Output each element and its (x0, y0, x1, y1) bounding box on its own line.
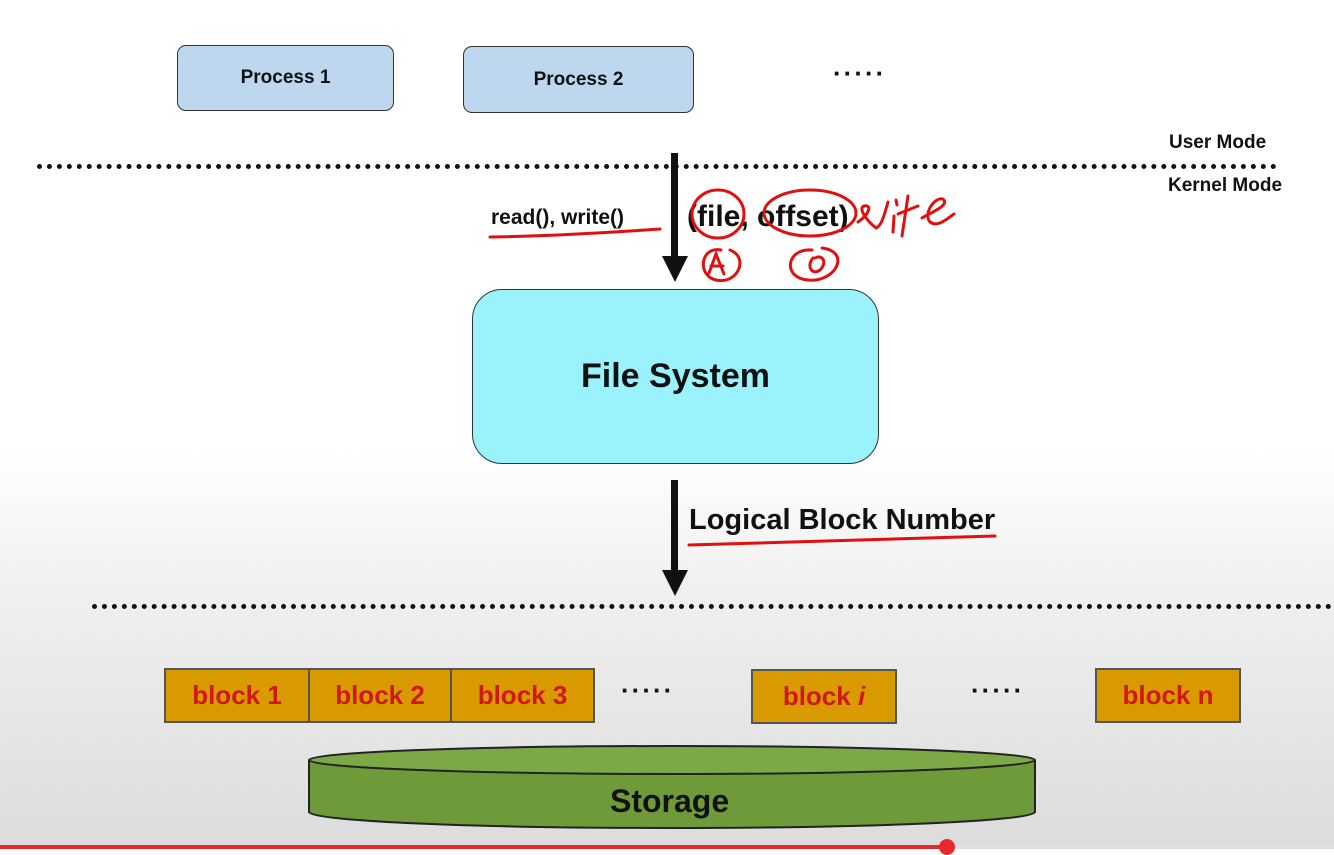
file-offset-label: (file, offset) (687, 200, 849, 233)
block-ellipsis-2: ····· (971, 675, 1025, 705)
block-n: block n (1095, 668, 1241, 723)
process-2-box: Process 2 (463, 46, 694, 113)
block-i-variable: i (857, 681, 866, 711)
file-system-label: File System (581, 357, 770, 395)
block-n-label: block n (1122, 680, 1214, 710)
block-arrow-shaft (671, 480, 678, 573)
syscall-arrow-head (662, 256, 688, 282)
logical-block-number-label: Logical Block Number (689, 504, 996, 536)
circle-a-mark (701, 248, 742, 283)
size-scribble (856, 194, 956, 238)
block-arrow-head (662, 570, 688, 596)
user-kernel-separator (37, 164, 1277, 169)
kernel-mode-label: Kernel Mode (1168, 175, 1283, 196)
process-ellipsis: ····· (833, 58, 887, 88)
storage-separator (92, 604, 1332, 609)
storage-cylinder (308, 745, 1036, 829)
syscall-label: read(), write() (491, 206, 625, 229)
storage-label: Storage (610, 783, 730, 819)
block-2: block 2 (308, 668, 452, 723)
block-3-label: block 3 (477, 680, 568, 710)
process-1-label: Process 1 (240, 67, 331, 88)
block-ellipsis-1: ····· (621, 675, 675, 705)
user-mode-label: User Mode (1169, 132, 1267, 153)
video-progress-fill (0, 845, 947, 849)
file-system-box: File System (472, 289, 879, 464)
block-2-label: block 2 (335, 680, 425, 710)
block-1-label: block 1 (192, 680, 282, 710)
block-i: block i (751, 669, 897, 724)
block-i-prefix: block (782, 681, 858, 711)
circle-o-mark (789, 246, 840, 282)
process-2-label: Process 2 (533, 68, 624, 90)
logical-block-underline (687, 534, 997, 547)
syscall-underline (488, 227, 662, 239)
syscall-arrow-shaft (671, 153, 678, 259)
video-progress-knob[interactable] (939, 839, 955, 855)
block-i-label: block i (783, 681, 865, 712)
process-1-box: Process 1 (177, 45, 394, 111)
block-3: block 3 (450, 668, 595, 723)
block-1: block 1 (164, 668, 310, 723)
